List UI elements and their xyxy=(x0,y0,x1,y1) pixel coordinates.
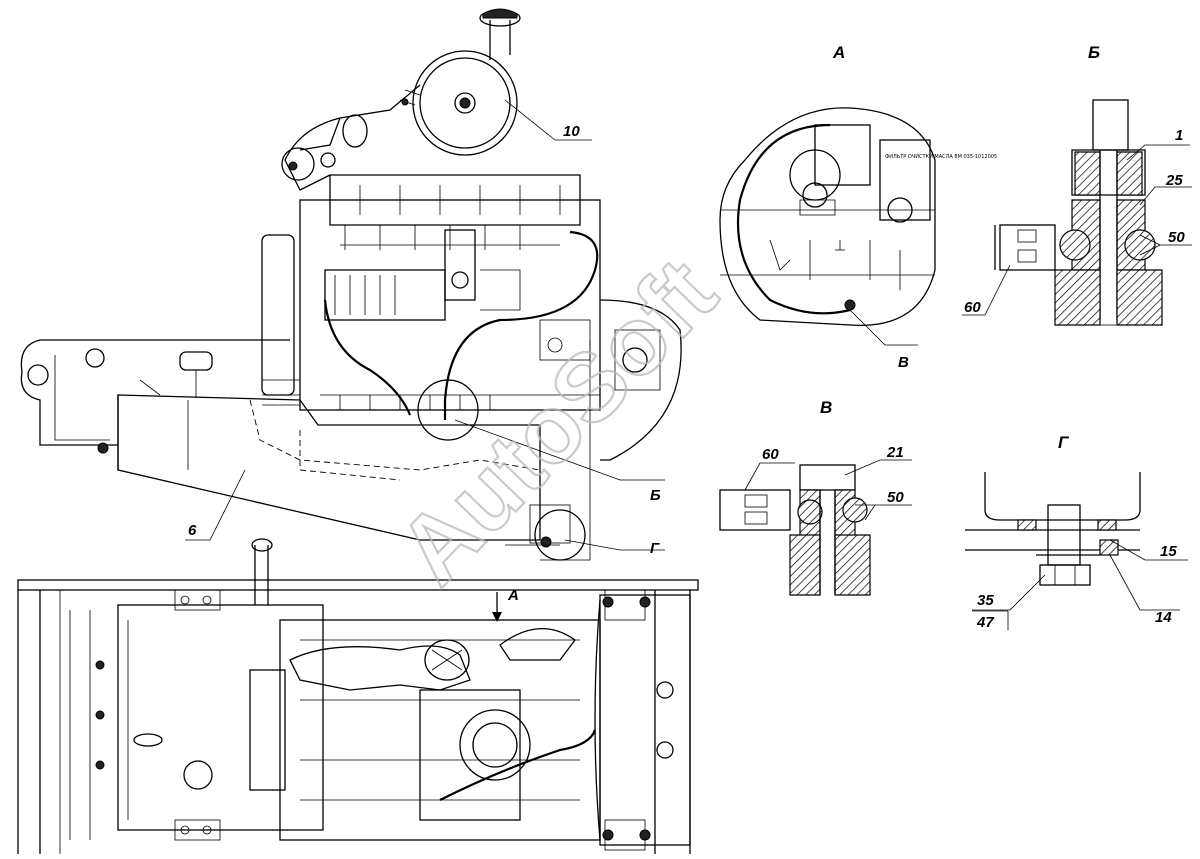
callout-g-14: 14 xyxy=(1155,609,1172,626)
callout-g-47: 47 xyxy=(976,614,994,631)
view-v-heading: В xyxy=(820,398,832,417)
callout-10: 10 xyxy=(563,123,580,140)
view-g-section xyxy=(965,472,1141,586)
view-b-heading: Б xyxy=(1088,43,1100,62)
view-v-section xyxy=(719,464,871,596)
view-g-heading: Г xyxy=(1058,433,1070,452)
watermark: AutoSoft xyxy=(378,239,736,605)
callout-g-15: 15 xyxy=(1160,543,1177,560)
callout-v-50: 50 xyxy=(887,489,904,506)
callout-b-50: 50 xyxy=(1168,229,1185,246)
callout-b-25: 25 xyxy=(1165,172,1183,189)
callout-view-v: В xyxy=(898,354,909,371)
callout-g-35-47-divider xyxy=(972,610,1009,630)
callout-b-60: 60 xyxy=(964,299,981,316)
view-a-heading: А xyxy=(832,43,845,62)
callout-view-g: Г xyxy=(650,540,660,557)
callout-g-35: 35 xyxy=(977,592,994,609)
callout-b-1: 1 xyxy=(1175,127,1183,144)
callout-view-b: Б xyxy=(650,487,661,504)
view-a-detail: ФИЛЬТР ОЧИСТКИ МАСЛА 8М 035-1012005 xyxy=(719,107,997,327)
view-b-section xyxy=(994,99,1163,326)
callout-v-21: 21 xyxy=(886,444,904,461)
engine-plan-view xyxy=(17,538,699,854)
callout-v-60: 60 xyxy=(762,446,779,463)
oil-filter-label: ФИЛЬТР ОЧИСТКИ МАСЛА 8М 035-1012005 xyxy=(885,154,997,160)
callout-6: 6 xyxy=(188,522,197,539)
leader-lines xyxy=(185,99,1192,611)
engine-side-view xyxy=(20,8,682,561)
callout-view-a: А xyxy=(507,587,519,604)
